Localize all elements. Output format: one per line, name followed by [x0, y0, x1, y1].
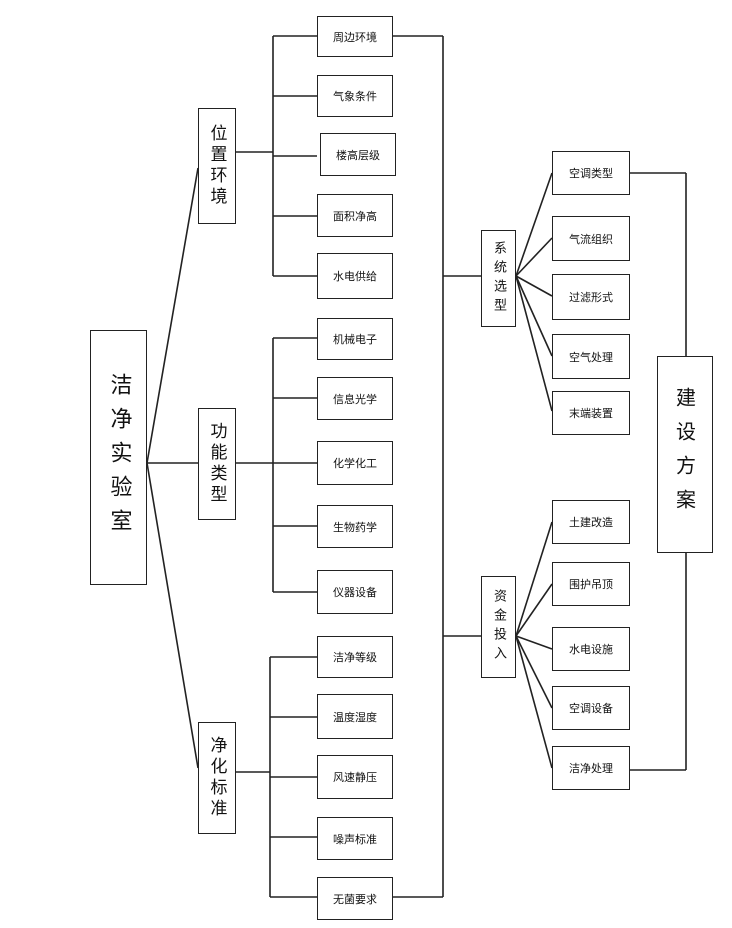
category-purification: 净化标准 [198, 722, 236, 834]
root-node: 洁净实验室 [90, 330, 147, 585]
leaf-airflow: 气流组织 [552, 216, 630, 261]
leaf-mechanical-electronic: 机械电子 [317, 318, 393, 360]
category-location: 位置环境 [198, 108, 236, 224]
leaf-weather: 气象条件 [317, 75, 393, 117]
leaf-water-power: 水电供给 [317, 253, 393, 299]
leaf-noise-standard: 噪声标准 [317, 817, 393, 860]
leaf-enclosure-ceiling: 围护吊顶 [552, 562, 630, 606]
leaf-ac-type: 空调类型 [552, 151, 630, 195]
leaf-cleanliness-grade: 洁净等级 [317, 636, 393, 678]
leaf-info-optics: 信息光学 [317, 377, 393, 420]
leaf-airspeed-pressure: 风速静压 [317, 755, 393, 799]
middle-investment: 资金投入 [481, 576, 516, 678]
leaf-civil-renovation: 土建改造 [552, 500, 630, 544]
leaf-water-power-facilities: 水电设施 [552, 627, 630, 671]
leaf-filter-type: 过滤形式 [552, 274, 630, 320]
category-function: 功能类型 [198, 408, 236, 520]
leaf-bio-pharma: 生物药学 [317, 505, 393, 548]
leaf-instruments: 仪器设备 [317, 570, 393, 614]
leaf-ac-equipment: 空调设备 [552, 686, 630, 730]
leaf-temp-humidity: 温度湿度 [317, 694, 393, 739]
leaf-surroundings: 周边环境 [317, 16, 393, 57]
leaf-chemical: 化学化工 [317, 441, 393, 485]
final-plan: 建设方案 [657, 356, 713, 553]
leaf-floor-level: 楼高层级 [320, 133, 396, 176]
middle-system-selection: 系统选型 [481, 230, 516, 327]
leaf-sterile-requirement: 无菌要求 [317, 877, 393, 920]
leaf-area-height: 面积净高 [317, 194, 393, 237]
leaf-terminal-device: 末端装置 [552, 391, 630, 435]
leaf-clean-treatment: 洁净处理 [552, 746, 630, 790]
leaf-air-handling: 空气处理 [552, 334, 630, 379]
